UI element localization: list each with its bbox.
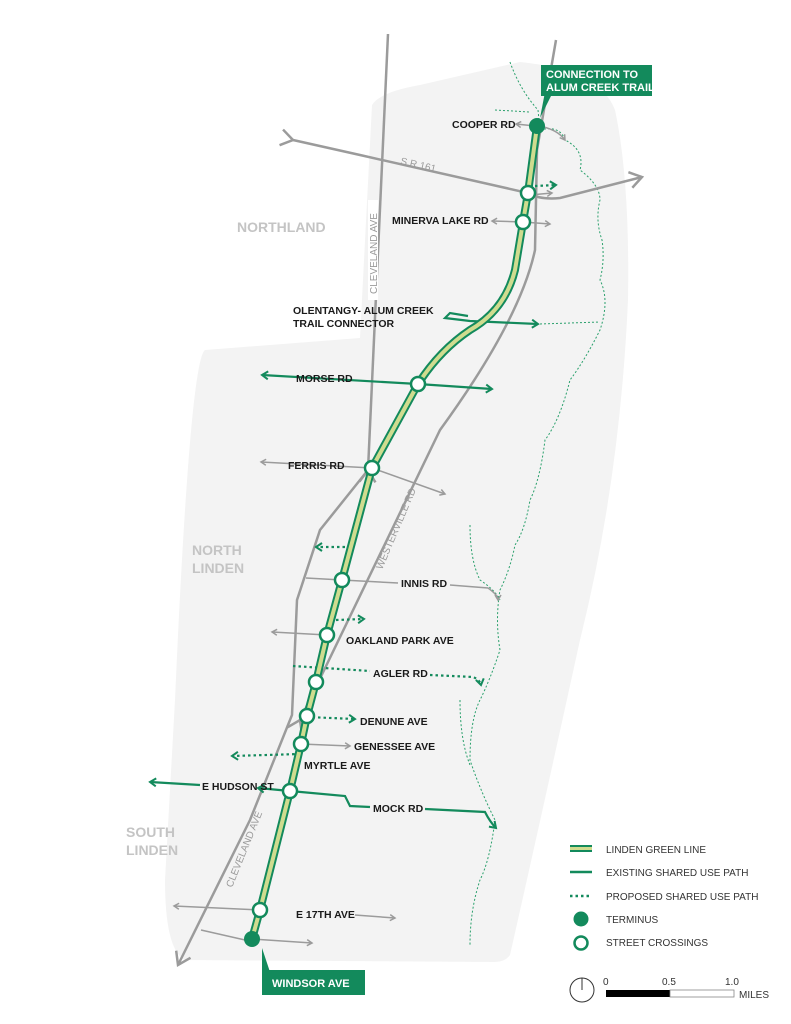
legend-label-existing-path: EXISTING SHARED USE PATH xyxy=(606,868,748,879)
street-label-olentangy-2: TRAIL CONNECTOR xyxy=(293,318,395,330)
crossing-marker xyxy=(519,184,537,202)
street-label-ferris: FERRIS RD xyxy=(288,460,345,472)
crossing-marker xyxy=(251,901,269,919)
street-label-olentangy-1: OLENTANGY- ALUM CREEK xyxy=(293,305,434,317)
neighborhood-north-linden-2: LINDEN xyxy=(192,560,244,576)
legend-label-terminus: TERMINUS xyxy=(606,915,659,926)
street-label-myrtle: MYRTLE AVE xyxy=(304,760,371,772)
street-label-oakland-park: OAKLAND PARK AVE xyxy=(346,635,454,647)
scale-tick-0: 0 xyxy=(603,977,609,988)
street-label-denune: DENUNE AVE xyxy=(360,716,428,728)
callout-south: WINDSOR AVE xyxy=(262,948,365,995)
scale-unit: MILES xyxy=(739,990,769,1001)
street-label-hudson: E HUDSON ST xyxy=(202,781,274,793)
terminus-north xyxy=(529,118,545,134)
neighborhood-north-linden-1: NORTH xyxy=(192,542,242,558)
road-label-cleveland-upper: CLEVELAND AVE xyxy=(369,213,380,294)
legend-label-crossings: STREET CROSSINGS xyxy=(606,938,708,949)
crossing-marker xyxy=(363,459,381,477)
crossing-marker xyxy=(409,375,427,393)
crossing-marker xyxy=(318,626,336,644)
street-label-genessee: GENESSEE AVE xyxy=(354,741,435,753)
neighborhood-south-linden-2: LINDEN xyxy=(126,842,178,858)
legend: LINDEN GREEN LINE EXISTING SHARED USE PA… xyxy=(570,845,758,951)
terminus-south xyxy=(244,931,260,947)
street-label-agler: AGLER RD xyxy=(373,668,428,680)
street-label-e17th: E 17TH AVE xyxy=(296,909,355,921)
linden-green-line xyxy=(248,125,541,941)
street-label-cooper: COOPER RD xyxy=(452,119,516,131)
crossing-marker xyxy=(307,673,325,691)
scale-tick-half: 0.5 xyxy=(662,977,676,988)
street-label-morse: MORSE RD xyxy=(296,373,353,385)
callout-north: CONNECTION TO ALUM CREEK TRAIL xyxy=(540,65,655,118)
street-label-minerva: MINERVA LAKE RD xyxy=(392,215,489,227)
street-crossings xyxy=(251,184,537,919)
callout-north-line2: ALUM CREEK TRAIL xyxy=(546,82,655,94)
crossing-marker xyxy=(514,213,532,231)
crossing-marker xyxy=(281,782,299,800)
neighborhood-northland: NORTHLAND xyxy=(237,219,326,235)
legend-terminus-icon xyxy=(573,911,589,927)
callout-south-label: WINDSOR AVE xyxy=(272,978,350,990)
street-label-mock: MOCK RD xyxy=(373,803,424,815)
alum-creek xyxy=(459,61,606,946)
scale-tick-1: 1.0 xyxy=(725,977,739,988)
crossing-marker xyxy=(333,571,351,589)
neighborhood-south-linden-1: SOUTH xyxy=(126,824,175,840)
westerville-rd xyxy=(300,39,558,720)
street-label-innis: INNIS RD xyxy=(401,578,448,590)
legend-label-green-line: LINDEN GREEN LINE xyxy=(606,845,706,856)
crossing-marker xyxy=(298,707,316,725)
legend-label-proposed-path: PROPOSED SHARED USE PATH xyxy=(606,892,758,903)
crossing-marker xyxy=(292,735,310,753)
callout-north-line1: CONNECTION TO xyxy=(546,69,639,81)
legend-crossing-icon xyxy=(573,935,589,951)
scale-bar: 0 0.5 1.0 MILES xyxy=(569,977,769,1003)
